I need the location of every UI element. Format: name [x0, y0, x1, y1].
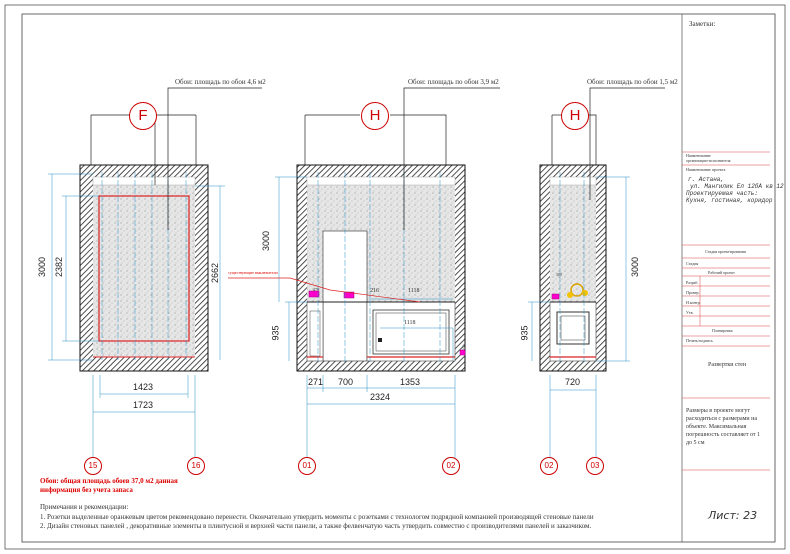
view-h1: [228, 87, 500, 460]
axis-marker-02b: 02: [540, 457, 558, 475]
layout-title: Развертки стен: [708, 362, 747, 368]
dim-h2-height: 3000: [630, 256, 641, 278]
dim-f-width-inner: 1423: [133, 382, 154, 392]
sheet-number: Лист: 23: [708, 509, 758, 522]
dim-f-height: 3000: [37, 256, 48, 278]
object-label: Наименование проекта: [686, 167, 726, 172]
axis-marker-15: 15: [84, 457, 102, 475]
dim-h1-d1: 271: [308, 377, 324, 387]
dim-h2-left-height: 935: [519, 325, 530, 341]
dim-h1-niche: 1118: [404, 320, 416, 326]
dim-f-right-height: 2662: [210, 262, 221, 284]
dim-h1-d2: 700: [338, 377, 354, 387]
dim-f-inner-height: 2382: [54, 256, 65, 278]
section-label: Планировка: [712, 328, 733, 333]
axis-marker-02a: 02: [442, 457, 460, 475]
dim-h2-width: 720: [565, 377, 581, 387]
row-3: Н.контр.: [686, 300, 701, 305]
dim-h1-total: 2324: [370, 392, 391, 402]
stage-label: Стадия проектирования: [705, 249, 746, 254]
section-tag-h2: H: [561, 102, 589, 130]
dim-h1-height: 3000: [261, 230, 272, 252]
remark-box: Размеры в проекте могут расходиться с ра…: [686, 408, 761, 446]
row-2: Провер.: [686, 290, 700, 295]
address-line-3: Проектируемая часть:: [686, 190, 759, 197]
wallpaper-note-h1: Обои: площадь по обои 3,9 м2: [408, 78, 499, 86]
dim-h1-small2: 350: [461, 344, 467, 351]
socket-label: существующие выключатели: [228, 270, 278, 275]
dim-h1-small1: 216: [370, 288, 379, 294]
view-f: [48, 87, 262, 460]
axis-marker-16: 16: [187, 457, 205, 475]
notes-title: Заметки:: [689, 20, 716, 28]
dim-h1-small3: 470: [313, 287, 319, 292]
view-h2: [528, 87, 665, 460]
wallpaper-note-f: Обои: площадь по обои 4,6 м2: [175, 78, 266, 86]
address-line-2: ул. Мангилик Ел 12бА кв 12: [690, 183, 784, 190]
outer-frame: [4, 4, 786, 550]
wallpaper-note-h2: Обои: площадь по обои 1,5 м2: [587, 78, 678, 86]
dim-h1-niche-top: 1118: [408, 288, 420, 294]
area-note: Обои: общая площадь обоев 37,0 м2 данная…: [40, 477, 178, 494]
axis-marker-03: 03: [586, 457, 604, 475]
address-line-1: г. Астана,: [688, 176, 725, 183]
inner-frame: [21, 13, 776, 543]
axis-marker-01: 01: [298, 457, 316, 475]
dim-h1-d3: 1353: [400, 377, 421, 387]
dim-h2-small: 300: [556, 272, 562, 277]
row-1: Разраб.: [686, 280, 699, 285]
developer-label: Наименование организации-исполнителя: [686, 153, 731, 163]
remark-1: 1. Розетки выделенные оранжевым цветом р…: [40, 513, 594, 521]
dim-f-width-total: 1723: [133, 400, 154, 410]
remark-2: 2. Дизайн стеновых панелей , декоративны…: [40, 522, 592, 530]
sheet-info-label: Стадия: [686, 261, 699, 266]
dim-h1-left-height: 935: [270, 325, 281, 341]
remarks-title: Примечания и рекомендации:: [40, 503, 129, 511]
section-tag-h1: H: [361, 102, 389, 130]
stamp-label: Печать/подпись: [686, 338, 713, 343]
project-label: Рабочий проект: [708, 270, 735, 275]
section-tag-f: F: [129, 102, 157, 130]
row-4: Утв.: [686, 310, 694, 315]
address-line-4: Кухня, гостиная, коридор: [686, 197, 773, 204]
